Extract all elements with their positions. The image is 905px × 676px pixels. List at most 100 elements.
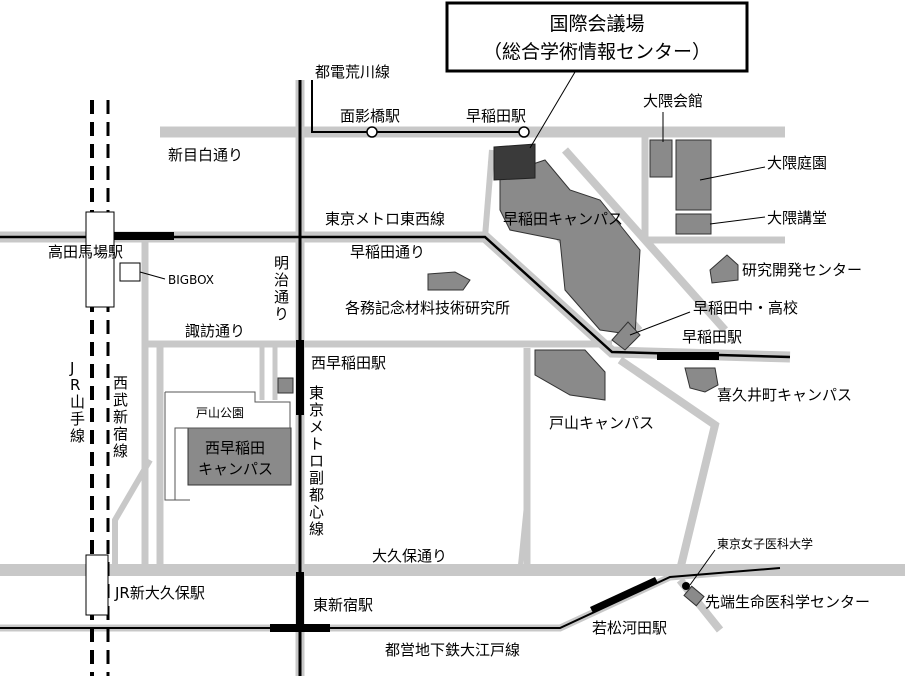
label-fukutoshin-char: ト (309, 435, 324, 453)
leader-okuma-garden (699, 166, 766, 181)
label-advanced-center: 先端生命医科学センター (705, 593, 870, 611)
label-takadanobaba: 高田馬場駅 (48, 243, 123, 261)
kikuicho-campus-building (684, 367, 719, 393)
label-kikuicho-campus: 喜久井町キャンパス (717, 386, 852, 404)
label-meiji-char: 通 (274, 288, 289, 306)
label-shinokubo: JR新大久保駅 (114, 584, 205, 602)
label-okuma-garden: 大隈庭園 (767, 154, 827, 172)
okuma-hall-building (649, 139, 673, 178)
okuma-garden-block (675, 139, 712, 211)
label-yamanote-char: R (70, 376, 80, 394)
label-seibu-char: 新 (113, 408, 128, 426)
label-meiji-char: 治 (274, 271, 289, 289)
bigbox-building (119, 262, 141, 282)
label-wakamatsukawada: 若松河田駅 (592, 619, 667, 637)
label-meiji-char: り (274, 305, 289, 323)
title-box (445, 1, 749, 73)
label-higashishinjuku: 東新宿駅 (313, 596, 373, 614)
nishiwaseda-station-building (277, 377, 294, 394)
waseda-high-building (611, 321, 641, 351)
label-yamanote-char: 線 (70, 427, 85, 445)
label-yamanote-char: 手 (70, 410, 85, 428)
label-twmu: 東京女子医科大学 (717, 536, 813, 551)
label-fukutoshin-char: 副 (309, 469, 324, 487)
label-yamanote-char: 山 (70, 393, 85, 411)
label-bigbox: BIGBOX (168, 273, 214, 287)
leader-waseda-high (629, 311, 691, 336)
label-waseda-high: 早稲田中・高校 (693, 299, 798, 317)
label-kagami-institute: 各務記念材料技術研究所 (345, 299, 510, 317)
nishiwaseda-campus-block (187, 427, 292, 486)
label-fukutoshin-vertical: 東 京 メ ト ロ 副 都 心 線 (309, 384, 324, 538)
label-nishiwaseda-campus-2: キャンパス (198, 460, 273, 478)
waseda-campus-block (499, 159, 641, 336)
label-fukutoshin-char: 線 (309, 520, 324, 538)
label-seibu-char: 西 (113, 374, 128, 392)
label-okuma-auditorium: 大隈講堂 (767, 209, 827, 227)
omokagebashi-station-marker (366, 126, 378, 138)
label-rd-center: 研究開発センター (742, 261, 862, 279)
label-okuma-hall: 大隈会館 (643, 92, 703, 110)
label-meiji-vertical: 明 治 通 り (274, 254, 289, 323)
leader-bigbox (139, 271, 166, 280)
leader-okuma-auditorium (709, 216, 766, 225)
label-waseda-campus: 早稲田キャンパス (503, 210, 623, 228)
label-waseda-toden: 早稲田駅 (466, 107, 526, 125)
higashishinjuku-oedo-platform (270, 624, 330, 632)
label-okubo: 大久保通り (372, 547, 447, 565)
higashishinjuku-platform (296, 572, 304, 627)
label-shinmejiro: 新目白通り (168, 146, 243, 164)
label-oedo: 都営地下鉄大江戸線 (385, 641, 520, 659)
title-line1: 国際会議場 (549, 13, 644, 35)
label-nishiwaseda: 西早稲田駅 (311, 354, 386, 372)
advanced-center-building (683, 585, 705, 607)
road-toyama-v2 (517, 499, 530, 571)
shinokubo-platform (85, 554, 109, 616)
label-yamanote-char: J (69, 359, 74, 377)
okuma-auditorium-building (675, 213, 712, 235)
label-nishiwaseda-campus-1: 西早稲田 (205, 439, 265, 457)
toyama-campus-building (534, 349, 606, 401)
label-tozai: 東京メトロ東西線 (325, 210, 445, 228)
leader-conference-hall (529, 71, 576, 149)
label-fukutoshin-char: 心 (309, 503, 324, 521)
waseda-toden-station-marker (518, 126, 530, 138)
label-wasedadori: 早稲田通り (350, 243, 425, 261)
toden-arakawa-line (311, 80, 525, 133)
label-toyama-campus: 戸山キャンパス (549, 414, 654, 432)
label-fukutoshin-char: 京 (309, 401, 324, 419)
leaders (139, 71, 766, 586)
road-kikui (617, 356, 720, 571)
label-waseda-metro: 早稲田駅 (682, 328, 742, 346)
label-suwa: 諏訪通り (185, 322, 245, 340)
waseda-metro-platform (657, 352, 719, 360)
twmu-marker (682, 582, 690, 590)
toyama-park-outline (164, 391, 291, 501)
label-seibu-vertical: 西 武 新 宿 線 (113, 374, 128, 460)
label-seibu-char: 武 (113, 391, 128, 409)
leader-twmu (689, 549, 716, 586)
kagami-institute-building (427, 271, 471, 291)
rd-center-building (709, 254, 739, 284)
label-toden-arakawa: 都電荒川線 (315, 63, 390, 81)
label-meiji-char: 明 (274, 254, 289, 272)
wakamatsukawada-platform (590, 577, 658, 613)
intl-conference-hall-building (493, 143, 536, 181)
label-seibu-char: 線 (113, 442, 128, 460)
buildings (119, 139, 739, 607)
label-omokagebashi: 面影橋駅 (340, 107, 400, 125)
label-toyama-park: 戸山公園 (196, 406, 244, 420)
label-yamanote-vertical: J R 山 手 線 (69, 359, 85, 445)
road-west-diag (112, 458, 153, 570)
takadanobaba-tozai-platform (112, 232, 174, 240)
label-fukutoshin-char: ロ (309, 452, 324, 470)
road-okuma-top (482, 149, 495, 238)
title-line2: （総合学術情報センター） (483, 41, 711, 63)
label-fukutoshin-char: メ (309, 418, 324, 436)
nishiwaseda-platform (296, 340, 304, 415)
label-fukutoshin-char: 都 (309, 486, 324, 504)
label-seibu-char: 宿 (113, 425, 128, 443)
railways (0, 80, 791, 676)
takadanobaba-jr-platform (85, 211, 115, 308)
